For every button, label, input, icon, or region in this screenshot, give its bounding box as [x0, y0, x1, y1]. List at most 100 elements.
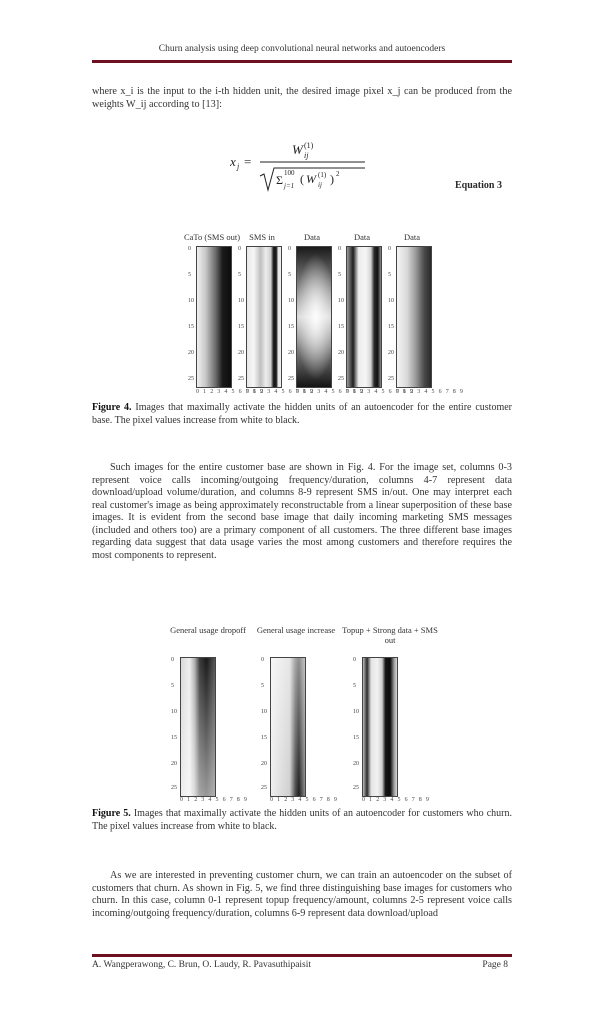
y-tick: 10	[353, 709, 359, 715]
figure-4-caption: Figure 4. Images that maximally activate…	[92, 402, 512, 427]
y-tick: 20	[261, 761, 267, 767]
y-tick: 10	[338, 298, 344, 304]
y-tick: 10	[388, 298, 394, 304]
y-tick: 5	[288, 272, 291, 278]
x-axis-ticks: 0 1 2 3 4 5 6 7 8 9	[362, 797, 431, 803]
svg-text:j=1: j=1	[283, 182, 294, 190]
y-tick: 20	[388, 350, 394, 356]
y-tick: 5	[338, 272, 341, 278]
figure-4-panel-5: Data 0 5 10 15 20 25 0 1 2 3 4 5 6 7 8 9	[386, 232, 463, 397]
y-tick: 15	[238, 324, 244, 330]
y-axis-ticks: 0 5 10 15 20 25	[238, 246, 246, 386]
figure-4-panel-3: Data 0 5 10 15 20 25 0 1 2 3 4 5 6 7 8 9	[286, 232, 363, 397]
y-tick: 20	[238, 350, 244, 356]
y-tick: 20	[353, 761, 359, 767]
svg-text:W: W	[292, 142, 304, 157]
y-tick: 10	[238, 298, 244, 304]
figure-5-panel-2: General usage increase 0 5 10 15 20 25 0…	[256, 625, 339, 805]
basis-image	[246, 246, 282, 388]
figure-5-panel-3: Topup + Strong data + SMS out 0 5 10 15 …	[340, 625, 440, 805]
x-axis-ticks: 0 1 2 3 4 5 6 7 8 9	[270, 797, 339, 803]
body-paragraph-1: Such images for the entire customer base…	[92, 462, 512, 561]
y-tick: 0	[238, 246, 241, 252]
svg-text:): )	[330, 172, 334, 186]
y-tick: 15	[171, 735, 177, 741]
figure-5-panel-1: General usage dropoff 0 5 10 15 20 25 0 …	[168, 625, 248, 805]
footer-rule	[92, 954, 512, 957]
y-tick: 25	[353, 785, 359, 791]
y-tick: 20	[338, 350, 344, 356]
y-tick: 15	[388, 324, 394, 330]
y-tick: 25	[338, 376, 344, 382]
svg-text:ij: ij	[318, 181, 322, 189]
equation: x j = W (1) ij Σ 100 j=1 ( W (1) ij ) 2	[230, 141, 365, 192]
footer-authors: A. Wangperawong, C. Brun, O. Laudy, R. P…	[92, 960, 312, 970]
y-axis-ticks: 0 5 10 15 20 25	[261, 657, 269, 795]
y-tick: 5	[171, 683, 174, 689]
figure-4: CaTo (SMS out) 0 5 10 15 20 25 0 1 2 3 4…	[0, 232, 600, 402]
x-axis-ticks: 0 1 2 3 4 5 6 7 8 9	[346, 389, 415, 395]
y-tick: 5	[353, 683, 356, 689]
panel-title: Data	[353, 232, 371, 242]
panel-title: General usage increase	[256, 625, 336, 635]
basis-image	[362, 657, 398, 797]
y-tick: 15	[188, 324, 194, 330]
y-tick: 20	[171, 761, 177, 767]
y-tick: 25	[261, 785, 267, 791]
y-tick: 10	[288, 298, 294, 304]
basis-image	[296, 246, 332, 388]
svg-text:(1): (1)	[318, 171, 327, 179]
svg-text:x: x	[230, 154, 236, 169]
y-tick: 10	[188, 298, 194, 304]
y-tick: 25	[288, 376, 294, 382]
figure-4-panel-4: Data 0 5 10 15 20 25 0 1 2 3 4 5 6 7 8 9	[336, 232, 413, 397]
figure-5: General usage dropoff 0 5 10 15 20 25 0 …	[0, 625, 600, 805]
y-tick: 20	[288, 350, 294, 356]
panel-title: Topup + Strong data + SMS out	[342, 625, 438, 645]
y-tick: 25	[171, 785, 177, 791]
x-axis-ticks: 0 1 2 3 4 5 6 7 8 9	[196, 389, 265, 395]
svg-text:100: 100	[284, 169, 295, 177]
y-tick: 15	[338, 324, 344, 330]
panel-title: Data	[303, 232, 321, 242]
y-tick: 0	[353, 657, 356, 663]
svg-text:ij: ij	[304, 151, 309, 160]
basis-image	[346, 246, 382, 388]
svg-text:=: =	[244, 154, 251, 169]
caption-text: Images that maximally activate the hidde…	[92, 402, 512, 426]
caption-text: Images that maximally activate the hidde…	[92, 808, 512, 832]
y-tick: 5	[388, 272, 391, 278]
y-tick: 0	[288, 246, 291, 252]
y-tick: 10	[261, 709, 267, 715]
panel-title: Data	[403, 232, 421, 242]
y-tick: 0	[171, 657, 174, 663]
panel-title: General usage dropoff	[170, 625, 246, 635]
figure-5-caption: Figure 5. Images that maximally activate…	[92, 808, 512, 833]
body-paragraph-2: As we are interested in preventing custo…	[92, 870, 512, 919]
panel-title: SMS in	[249, 232, 275, 242]
intro-paragraph: where x_i is the input to the i-th hidde…	[92, 86, 512, 110]
y-tick: 0	[338, 246, 341, 252]
y-tick: 15	[261, 735, 267, 741]
figure-4-panel-1: CaTo (SMS out) 0 5 10 15 20 25 0 1 2 3 4…	[184, 232, 263, 397]
y-tick: 15	[288, 324, 294, 330]
figure-4-panel-2: SMS in 0 5 10 15 20 25 0 1 2 3 4 5 6 7 8…	[236, 232, 313, 397]
svg-text:j: j	[236, 162, 240, 171]
basis-image	[180, 657, 216, 797]
svg-text:(: (	[300, 172, 304, 186]
page-number: Page 8	[482, 960, 508, 970]
y-tick: 0	[188, 246, 191, 252]
running-title: Churn analysis using deep convolutional …	[158, 44, 446, 54]
y-tick: 5	[188, 272, 191, 278]
basis-image	[270, 657, 306, 797]
header-rule	[92, 60, 512, 63]
equation-label: Equation 3	[455, 180, 502, 191]
svg-text:2: 2	[336, 170, 340, 178]
y-tick: 5	[261, 683, 264, 689]
y-tick: 25	[188, 376, 194, 382]
y-tick: 25	[388, 376, 394, 382]
y-tick: 0	[261, 657, 264, 663]
y-tick: 5	[238, 272, 241, 278]
y-axis-ticks: 0 5 10 15 20 25	[388, 246, 396, 386]
